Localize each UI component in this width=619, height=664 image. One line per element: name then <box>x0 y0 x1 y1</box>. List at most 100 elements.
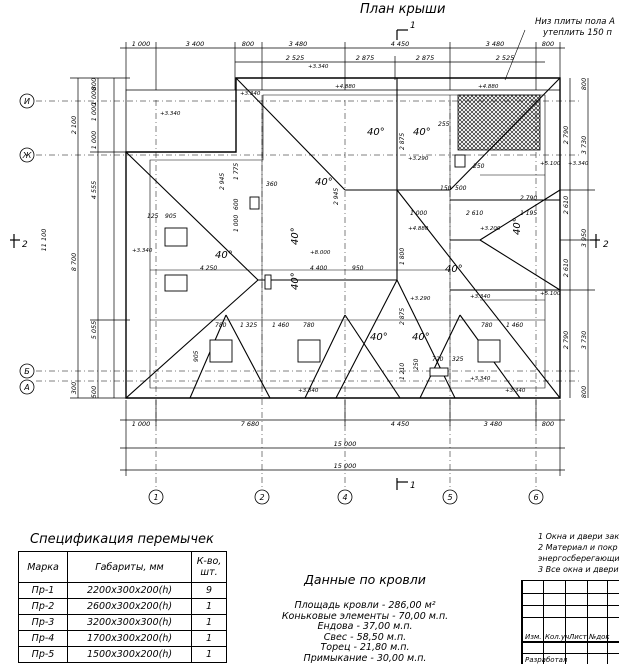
axis-label-zh: Ж <box>22 151 32 160</box>
spec-title: Спецификация перемычек <box>30 532 214 547</box>
roof-data-row: Примыкание - 30,00 м.п. <box>280 654 450 664</box>
inner-dim: 780 <box>303 322 315 329</box>
right-dim-1: 800 <box>580 78 588 90</box>
inner-dim: 125 <box>147 213 159 220</box>
axis-label-1: 1 <box>153 493 158 502</box>
inner-dim: 2 875 <box>399 308 406 325</box>
stamp-col-izm: Изм. <box>525 633 541 641</box>
stamp-col-ndok: №док <box>589 633 610 641</box>
inner-dim: 500 <box>455 185 467 192</box>
level-mark: +8.000 <box>310 250 331 256</box>
top-dim-4: 3 480 <box>289 40 308 48</box>
top-dim2-3: 2 875 <box>416 54 435 62</box>
slope-label: 40° <box>290 272 301 290</box>
slope-label: 40° <box>370 332 388 343</box>
spec-mark: Пр-1 <box>19 583 68 599</box>
level-mark: +5.100 <box>540 291 561 297</box>
inner-dim: 1 325 <box>240 322 257 329</box>
drawing-title: План крыши <box>360 2 445 17</box>
left-dim-4: 1 000 <box>90 131 98 150</box>
bottom-dim-4: 3 480 <box>484 420 503 428</box>
inner-dim: 2 945 <box>333 188 340 205</box>
inner-dim: 1 460 <box>506 322 523 329</box>
axis-label-a: А <box>23 383 29 392</box>
note-top-line-2: утеплить 150 п <box>542 28 612 38</box>
roof-data-title: Данные по кровли <box>280 572 450 587</box>
top-dim2-2: 2 875 <box>356 54 375 62</box>
level-mark: +3.290 <box>410 296 431 302</box>
level-mark: +3.340 <box>308 64 329 70</box>
title-block-stamp: Изм. Кол.уч Лист №док Разработал <box>521 580 619 664</box>
spec-header-row: Марка Габариты, мм К-во, шт. <box>19 552 227 583</box>
left-dimension-chain <box>70 78 130 398</box>
slope-label: 40° <box>445 264 463 275</box>
level-mark: +3.340 <box>132 248 153 254</box>
spec-qty: 9 <box>192 583 227 599</box>
slope-label: 40° <box>512 217 523 235</box>
inner-dim: 250 <box>413 358 420 370</box>
inner-dim: 1 800 <box>399 248 406 265</box>
stamp-col-koluch: Кол.уч <box>545 633 569 641</box>
spec-size: 3200x300x300(h) <box>68 615 192 631</box>
bottom-dim-3: 4 450 <box>391 420 410 428</box>
left-dim-3: 2 100 <box>70 116 78 135</box>
roof-data-row: Площадь кровли - 286,00 м² <box>280 601 450 612</box>
roof-data-row: Ендова - 37,00 м.п. <box>280 622 450 633</box>
spec-size: 2600x300x200(h) <box>68 599 192 615</box>
inner-dim: 2 945 <box>219 173 226 190</box>
right-dim-7: 2 790 <box>562 331 570 350</box>
section-mark-left: 2 <box>22 240 28 250</box>
spec-mark: Пр-2 <box>19 599 68 615</box>
inner-dim: 150 <box>440 185 452 192</box>
note-line: 3 Все окна и двери <box>538 564 619 575</box>
bottom-dim-1: 1 000 <box>132 420 151 428</box>
level-mark: +4.880 <box>408 226 429 232</box>
axis-label-4: 4 <box>342 493 347 502</box>
note-line: 2 Материал и покр <box>538 542 619 553</box>
spec-size: 1500x300x200(h) <box>68 647 192 663</box>
spec-qty: 1 <box>192 615 227 631</box>
spec-size: 1700x300x200(h) <box>68 631 192 647</box>
inner-dim: 1 000 <box>410 210 427 217</box>
spec-mark: Пр-3 <box>19 615 68 631</box>
top-dim-5: 4 450 <box>391 40 410 48</box>
inner-dim: 2 610 <box>466 210 483 217</box>
inner-dim: 780 <box>215 322 227 329</box>
note-line: энергосберегающих <box>538 553 619 564</box>
inner-dim: 780 <box>481 322 493 329</box>
inner-dim: 4 250 <box>200 265 217 272</box>
inner-dim: 360 <box>266 181 278 188</box>
top-dim-2: 3 400 <box>186 40 205 48</box>
left-dim-11: 1 000 <box>90 103 98 122</box>
left-dim-2: 1 000 <box>90 87 98 106</box>
inner-dim: 1 195 <box>520 210 537 217</box>
left-dim-5: 4 555 <box>90 181 98 200</box>
hatched-area <box>458 95 540 150</box>
level-mark: +3.340 <box>568 161 589 167</box>
stamp-col-list: Лист <box>569 633 587 641</box>
axis-label-b: Б <box>24 367 30 376</box>
total-dim-1: 15 000 <box>334 440 357 448</box>
slope-label: 40° <box>367 127 385 138</box>
spec-header-qty: К-во, шт. <box>192 552 227 583</box>
slope-label: 40° <box>315 177 333 188</box>
section-mark-bottom: 1 <box>410 481 416 491</box>
level-mark: +3.340 <box>470 376 491 382</box>
level-mark: +4.880 <box>335 84 356 90</box>
spec-qty: 1 <box>192 599 227 615</box>
right-dim-4: 2 610 <box>562 196 570 215</box>
section-mark-top: 1 <box>410 21 416 31</box>
left-dim-9: 500 <box>90 386 98 398</box>
axis-label-i: И <box>24 97 30 106</box>
spec-mark: Пр-4 <box>19 631 68 647</box>
inner-dim: 250 <box>473 163 485 170</box>
slope-label: 40° <box>290 227 301 245</box>
axis-label-5: 5 <box>447 493 452 502</box>
inner-dim: 1 210 <box>399 363 406 380</box>
top-dim-7: 800 <box>542 40 554 48</box>
